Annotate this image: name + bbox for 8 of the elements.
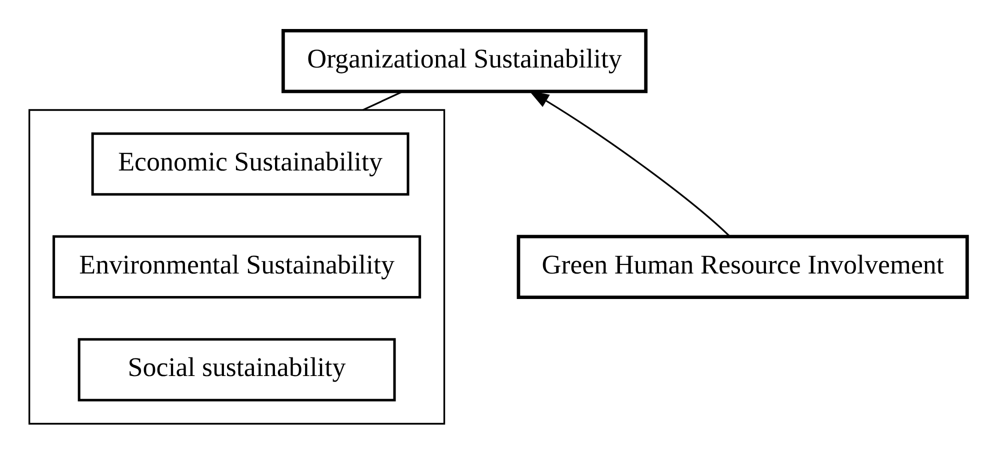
node-box: Environmental Sustainability xyxy=(52,235,422,299)
node-box: Green Human Resource Involvement xyxy=(516,234,969,299)
node-box: Social sustainability xyxy=(78,338,396,402)
cluster xyxy=(28,109,446,425)
node-box: Economic Sustainability xyxy=(91,132,410,196)
connector xyxy=(362,90,403,111)
arrow xyxy=(528,90,730,237)
node-box: Organizational Sustainability xyxy=(282,29,648,94)
